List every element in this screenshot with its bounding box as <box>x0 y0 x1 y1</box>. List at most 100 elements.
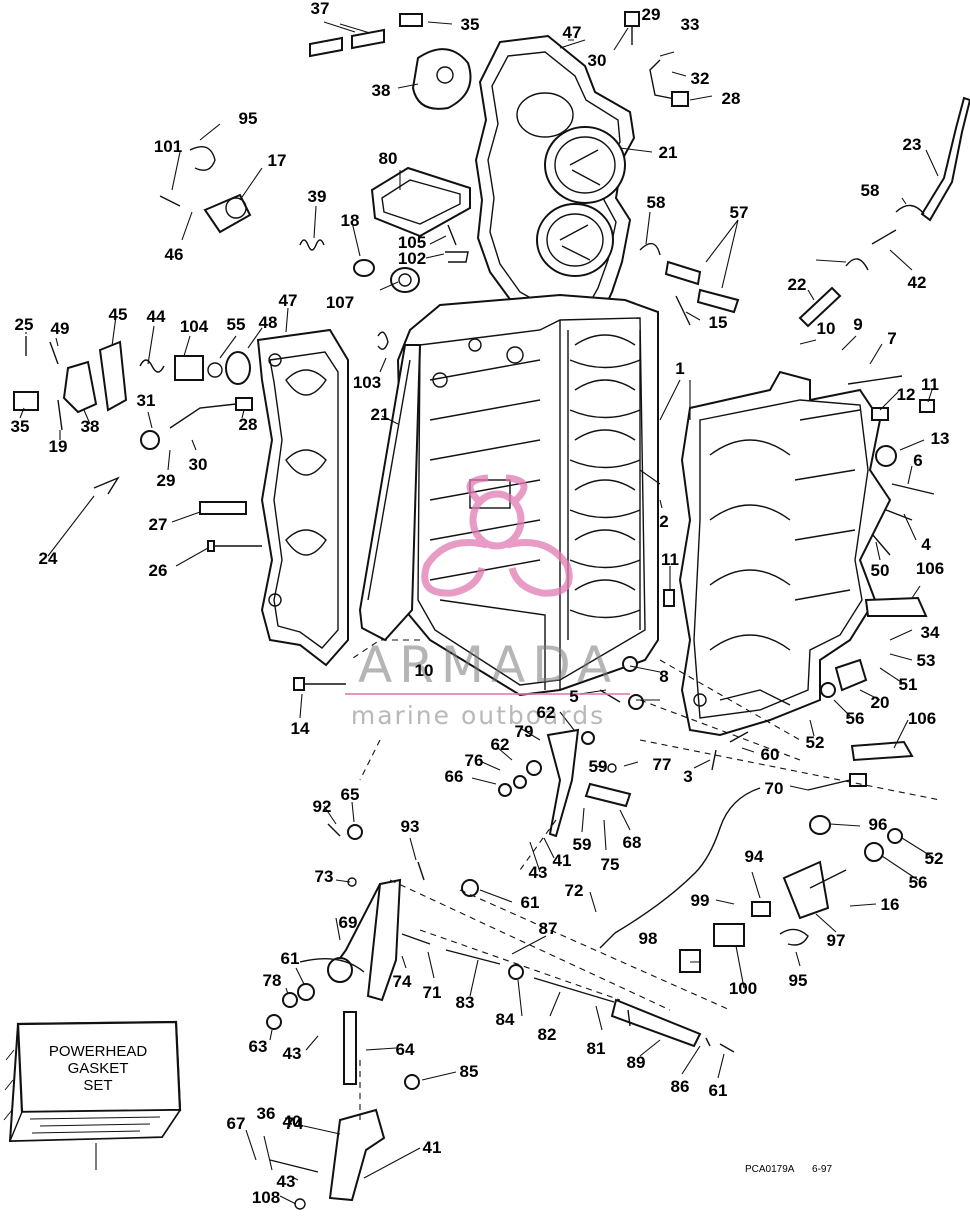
callout-number: 72 <box>565 881 584 900</box>
callout-number: 47 <box>563 23 582 42</box>
callout-number: 35 <box>461 15 480 34</box>
callout-number: 8 <box>659 667 668 686</box>
callout-number: 62 <box>491 735 510 754</box>
callout-number: 20 <box>871 693 890 712</box>
callout-number: 46 <box>165 245 184 264</box>
callout-number: 80 <box>379 149 398 168</box>
callout-number: 30 <box>189 455 208 474</box>
callout-number: 26 <box>149 561 168 580</box>
callout-number: 73 <box>315 867 334 886</box>
callout-number: 36 <box>257 1104 276 1123</box>
callout-number: 24 <box>39 549 58 568</box>
callout-number: 41 <box>553 851 572 870</box>
callout-labels: 3735293033322847382195101174680391810510… <box>11 0 950 1207</box>
cylinder-head-cover <box>256 328 349 667</box>
callout-number: 45 <box>109 305 128 324</box>
callout-number: 21 <box>659 143 678 162</box>
callout-number: 62 <box>537 703 556 722</box>
callout-number: 71 <box>423 983 442 1002</box>
drawing-date: 6-97 <box>812 1164 832 1175</box>
small-parts <box>13 11 970 1210</box>
callout-number: 108 <box>252 1188 280 1207</box>
callout-number: 6 <box>913 451 922 470</box>
callout-number: 43 <box>277 1172 296 1191</box>
callout-number: 52 <box>925 849 944 868</box>
callout-number: 70 <box>765 779 784 798</box>
callout-number: 75 <box>601 855 620 874</box>
callout-number: 49 <box>51 319 70 338</box>
callout-number: 95 <box>789 971 808 990</box>
callout-number: 18 <box>341 211 360 230</box>
callout-number: 11 <box>661 550 679 569</box>
callout-number: 94 <box>745 847 764 866</box>
callout-number: 66 <box>445 767 464 786</box>
callout-number: 58 <box>647 193 666 212</box>
callout-number: 16 <box>881 895 900 914</box>
callout-number: 61 <box>281 949 300 968</box>
callout-number: 63 <box>249 1037 268 1056</box>
callout-number: 43 <box>529 863 548 882</box>
callout-number: 50 <box>871 561 890 580</box>
callout-number: 14 <box>291 719 310 738</box>
callout-number: 25 <box>15 315 34 334</box>
callout-number: 21 <box>371 405 390 424</box>
callout-number: 95 <box>239 109 258 128</box>
callout-number: 101 <box>154 137 182 156</box>
callout-number: 40 <box>283 1112 302 1131</box>
callout-number: 48 <box>259 313 278 332</box>
callout-number: 38 <box>81 417 100 436</box>
callout-number: 96 <box>869 815 888 834</box>
callout-number: 7 <box>887 329 896 348</box>
callout-number: 35 <box>11 417 30 436</box>
callout-number: 51 <box>899 675 918 694</box>
callout-number: 77 <box>653 755 672 774</box>
callout-number: 67 <box>227 1114 246 1133</box>
callout-number: 28 <box>239 415 258 434</box>
watermark-brand: ARMADA <box>358 636 618 694</box>
callout-number: 68 <box>623 833 642 852</box>
callout-number: 83 <box>456 993 475 1012</box>
callout-number: 74 <box>393 972 412 991</box>
callout-number: 82 <box>538 1025 557 1044</box>
callout-number: 85 <box>460 1062 479 1081</box>
callout-number: 5 <box>569 687 578 706</box>
callout-number: 12 <box>897 385 916 404</box>
callout-number: 57 <box>730 203 749 222</box>
callout-number: 33 <box>681 15 700 34</box>
callout-number: 92 <box>313 797 332 816</box>
gasket-set-line-1: POWERHEAD <box>49 1043 148 1060</box>
callout-number: 93 <box>401 817 420 836</box>
callout-number: 53 <box>917 651 936 670</box>
crankcase-half <box>678 370 892 737</box>
callout-number: 56 <box>909 873 928 892</box>
callout-number: 106 <box>908 709 936 728</box>
callout-number: 30 <box>588 51 607 70</box>
callout-number: 29 <box>157 471 176 490</box>
callout-number: 105 <box>398 233 426 252</box>
callout-number: 37 <box>311 0 330 18</box>
callout-number: 28 <box>722 89 741 108</box>
callout-number: 13 <box>931 429 950 448</box>
callout-number: 44 <box>147 307 166 326</box>
callout-number: 79 <box>515 722 534 741</box>
callout-number: 99 <box>691 891 710 910</box>
callout-number: 102 <box>398 249 426 268</box>
callout-number: 56 <box>846 709 865 728</box>
callout-number: 2 <box>659 512 668 531</box>
callout-number: 76 <box>465 751 484 770</box>
callout-number: 103 <box>353 373 381 392</box>
gasket-set-line-2: GASKET <box>68 1060 129 1077</box>
callout-number: 1 <box>675 359 684 378</box>
callout-number: 97 <box>827 931 846 950</box>
gasket-set-box: POWERHEAD GASKET SET <box>3 1020 182 1170</box>
callout-number: 41 <box>423 1138 442 1157</box>
callout-number: 58 <box>861 181 880 200</box>
callout-number: 9 <box>853 315 862 334</box>
callout-number: 29 <box>642 5 661 24</box>
callout-number: 42 <box>908 273 927 292</box>
callout-number: 61 <box>709 1081 728 1100</box>
callout-number: 19 <box>49 437 68 456</box>
callout-number: 55 <box>227 315 246 334</box>
callout-number: 59 <box>573 835 592 854</box>
watermark-tagline: marine outboards <box>351 701 605 730</box>
